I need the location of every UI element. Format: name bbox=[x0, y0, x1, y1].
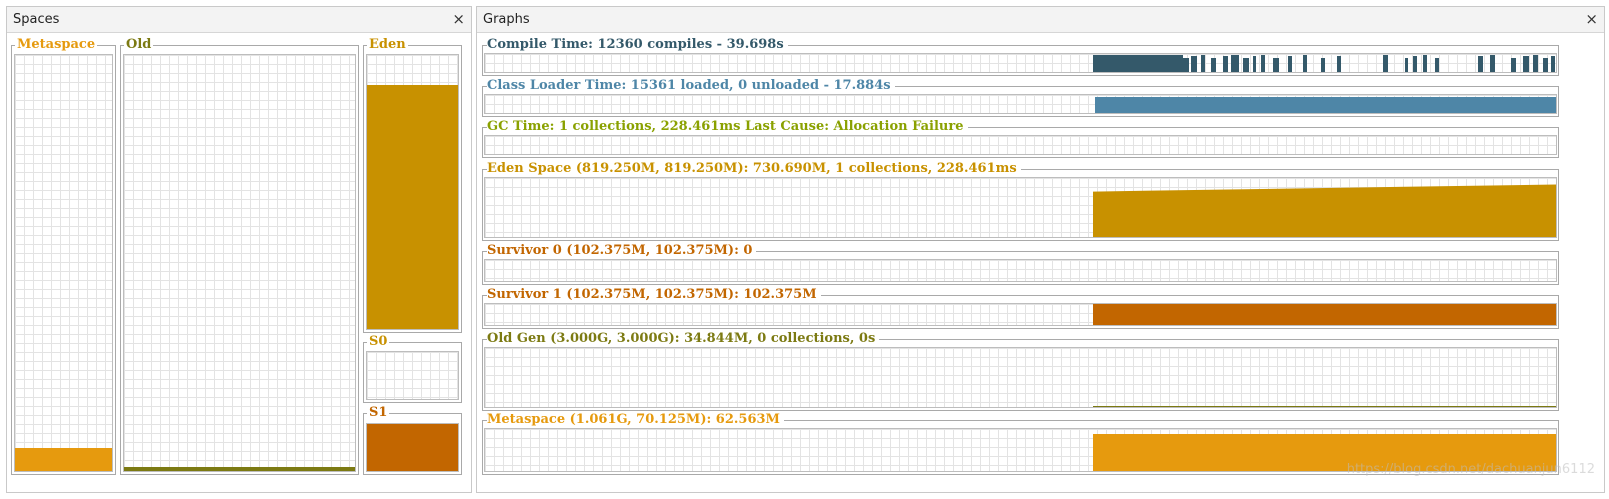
graph-compile-label: Compile Time: 12360 compiles - 39.698s bbox=[487, 37, 788, 53]
graph-metaspace-usage-fill bbox=[1093, 434, 1556, 471]
spaces-panel-header: Spaces × bbox=[7, 7, 471, 33]
compile-activity-bar bbox=[1490, 55, 1495, 72]
s1-space-fill bbox=[367, 424, 458, 471]
metaspace-space-grid bbox=[14, 54, 113, 472]
compile-activity-bar bbox=[1435, 58, 1439, 72]
compile-activity-bar bbox=[1183, 58, 1189, 72]
eden-space-label: Eden bbox=[367, 37, 408, 53]
eden-space-grid bbox=[366, 54, 459, 330]
compile-activity-bar bbox=[1231, 55, 1239, 72]
graph-s1-label: Survivor 1 (102.375M, 102.375M): 102.375… bbox=[487, 287, 821, 303]
graph-eden-label: Eden Space (819.250M, 819.250M): 730.690… bbox=[487, 161, 1021, 177]
graph-old-usage-fill bbox=[1093, 406, 1556, 407]
graph-gc-box bbox=[482, 127, 1559, 158]
eden-usage-area bbox=[1093, 184, 1556, 237]
compile-activity-bar bbox=[1551, 56, 1555, 72]
metaspace-space-label: Metaspace bbox=[15, 37, 98, 53]
graph-metaspace-box bbox=[482, 420, 1559, 475]
graph-metaspace-label: Metaspace (1.061G, 70.125M): 62.563M bbox=[487, 412, 784, 428]
s0-space-grid bbox=[366, 351, 459, 400]
compile-activity-bar bbox=[1211, 58, 1216, 72]
compile-activity-bar bbox=[1383, 55, 1388, 72]
compile-activity-bar bbox=[1243, 58, 1249, 72]
compile-activity-bar bbox=[1191, 56, 1197, 72]
graph-classloader-label: Class Loader Time: 15361 loaded, 0 unloa… bbox=[487, 78, 895, 94]
graph-classloader-plot bbox=[484, 94, 1557, 114]
metaspace-space-box: Metaspace bbox=[11, 37, 116, 475]
old-space-box: Old bbox=[120, 37, 359, 475]
s0-space-label: S0 bbox=[367, 334, 390, 350]
spaces-panel-title: Spaces bbox=[13, 12, 60, 27]
s1-space-label: S1 bbox=[367, 405, 390, 421]
old-space-label: Old bbox=[124, 37, 154, 53]
classloader-activity-fill bbox=[1095, 97, 1556, 113]
s1-space-box: S1 bbox=[363, 405, 462, 475]
compile-activity-bar bbox=[1273, 58, 1279, 72]
graphs-panel-title: Graphs bbox=[483, 12, 530, 27]
s0-space-box: S0 bbox=[363, 334, 462, 403]
spaces-close-button[interactable]: × bbox=[452, 10, 465, 28]
graph-gc-plot bbox=[484, 135, 1557, 155]
compile-activity-bar bbox=[1201, 55, 1205, 72]
eden-space-fill bbox=[367, 84, 458, 329]
graph-old-label: Old Gen (3.000G, 3.000G): 34.844M, 0 col… bbox=[487, 331, 880, 347]
graph-classloader-box bbox=[482, 86, 1559, 117]
compile-activity-bar bbox=[1511, 58, 1516, 72]
compile-activity-bar bbox=[1093, 55, 1183, 72]
compile-activity-bar bbox=[1413, 56, 1417, 72]
graph-compile-plot bbox=[484, 53, 1557, 73]
graph-s0-box bbox=[482, 251, 1559, 285]
graph-s0-label: Survivor 0 (102.375M, 102.375M): 0 bbox=[487, 243, 757, 259]
graph-s1-plot bbox=[484, 303, 1557, 326]
compile-activity-bar bbox=[1423, 55, 1427, 72]
old-space-fill bbox=[124, 467, 355, 471]
compile-activity-bar bbox=[1523, 56, 1529, 72]
graph-old-plot bbox=[484, 347, 1557, 408]
compile-activity-bar bbox=[1253, 56, 1256, 72]
compile-activity-bar bbox=[1223, 56, 1228, 72]
metaspace-space-fill bbox=[15, 448, 112, 471]
compile-activity-bar bbox=[1478, 56, 1483, 72]
compile-activity-bar bbox=[1261, 55, 1265, 72]
compile-activity-bar bbox=[1321, 58, 1325, 72]
compile-activity-bar bbox=[1543, 58, 1548, 72]
graph-gc-label: GC Time: 1 collections, 228.461ms Last C… bbox=[487, 119, 968, 135]
graph-s0-plot bbox=[484, 259, 1557, 282]
eden-usage-area-svg bbox=[1093, 184, 1556, 237]
compile-activity-bar bbox=[1337, 56, 1341, 72]
graph-s1-box bbox=[482, 295, 1559, 329]
compile-activity-bar bbox=[1533, 55, 1538, 72]
graph-compile-box bbox=[482, 45, 1559, 76]
graph-metaspace-plot bbox=[484, 428, 1557, 472]
old-space-grid bbox=[123, 54, 356, 472]
graph-eden-plot bbox=[484, 177, 1557, 238]
eden-space-box: Eden bbox=[363, 37, 462, 333]
graph-s1-usage-fill bbox=[1093, 304, 1556, 325]
compile-activity-bar bbox=[1303, 55, 1307, 72]
graph-old-box bbox=[482, 339, 1559, 411]
graphs-panel-header: Graphs × bbox=[477, 7, 1604, 33]
graphs-close-button[interactable]: × bbox=[1585, 10, 1598, 28]
s1-space-grid bbox=[366, 423, 459, 472]
compile-activity-bar bbox=[1288, 56, 1292, 72]
compile-activity-bar bbox=[1405, 58, 1408, 72]
